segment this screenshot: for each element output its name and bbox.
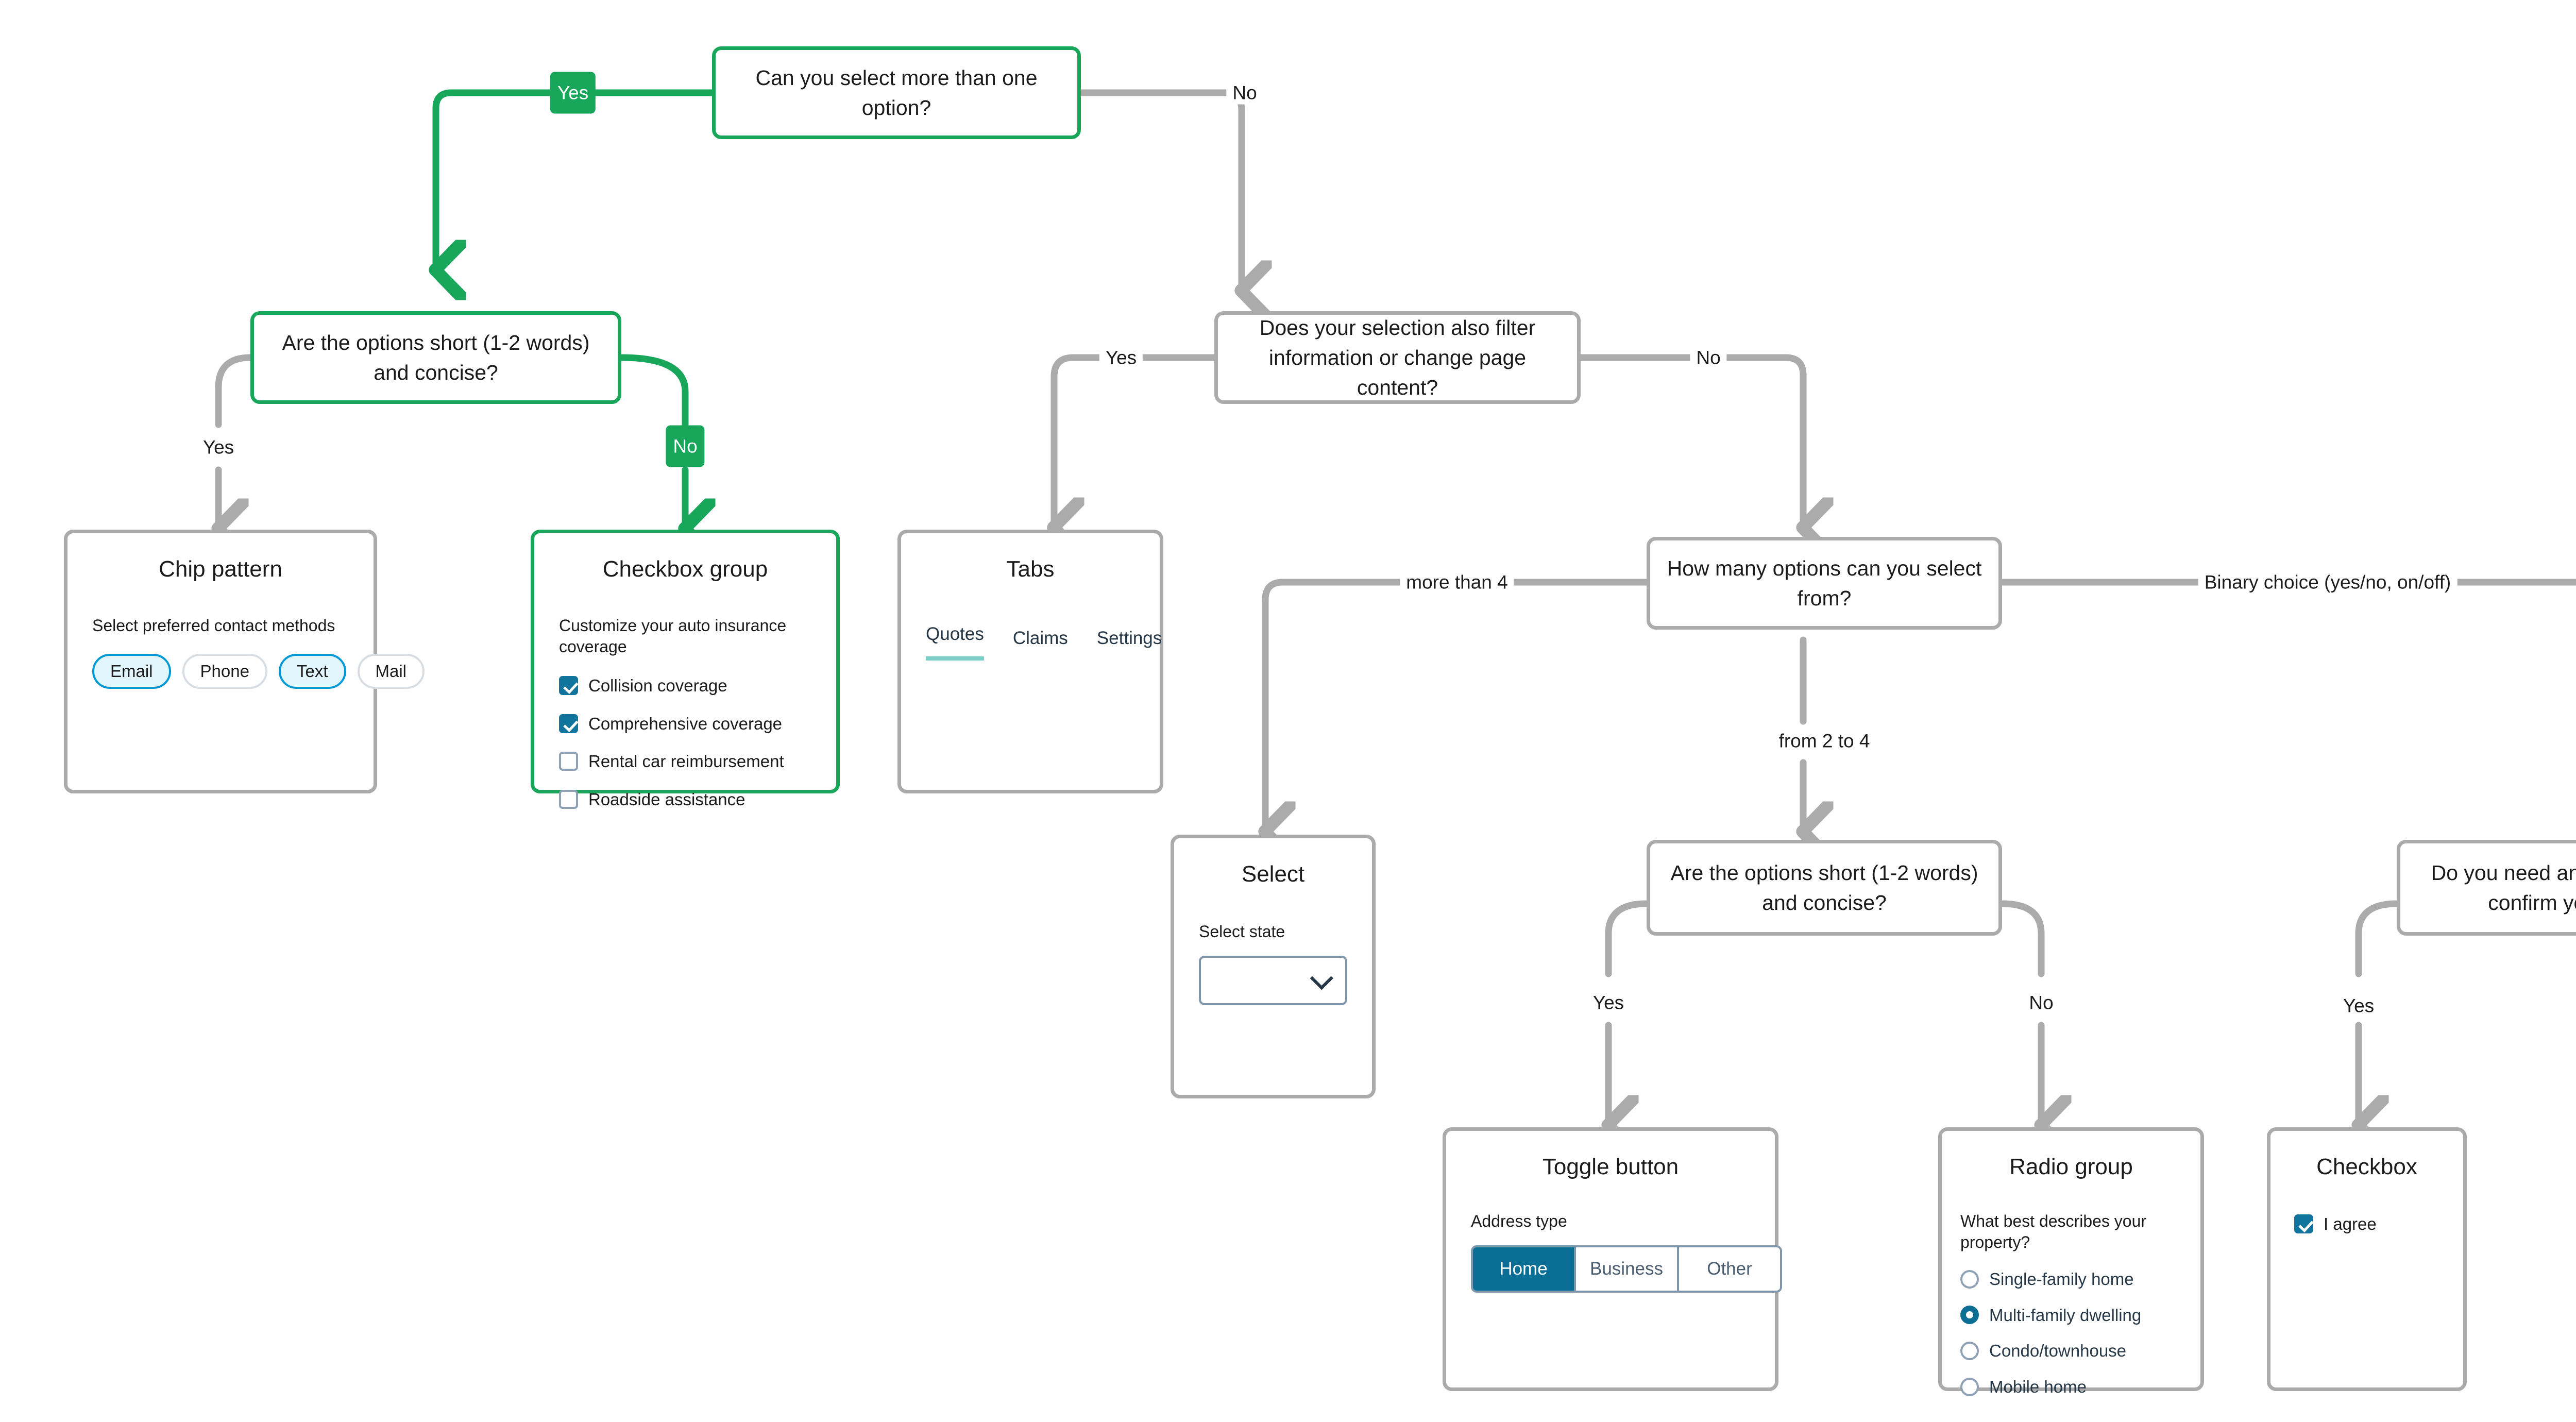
card-tabs: Tabs Quotes Claims Settings (897, 530, 1163, 793)
radio-row-condo[interactable]: Condo/townhouse (1960, 1341, 2182, 1361)
chip-text[interactable]: Text (278, 654, 346, 689)
checkbox-row-i-agree[interactable]: I agree (2294, 1214, 2439, 1234)
edge-label-yes-top: Yes (550, 72, 596, 114)
radio-unchecked-icon[interactable] (1960, 1269, 1979, 1289)
card-toggle-button: Toggle button Address type Home Business… (1443, 1127, 1782, 1391)
edge-label-yes-confirm: Yes (2336, 994, 2381, 1018)
decision-need-confirm-action[interactable]: Do you need an additional action to conf… (2397, 840, 2576, 936)
toggle-option-business[interactable]: Business (1576, 1247, 1679, 1291)
edge-label-yes-left: Yes (196, 435, 241, 459)
card-title-checkbox: Checkbox (2316, 1154, 2417, 1179)
radio-group-question: What best describes your property? (1960, 1211, 2147, 1252)
checkbox-row-roadside[interactable]: Roadside assistance (559, 789, 811, 810)
chip-email[interactable]: Email (92, 654, 171, 689)
checkbox-checked-icon[interactable] (2294, 1214, 2313, 1234)
radio-unchecked-icon[interactable] (1960, 1341, 1979, 1360)
decision-can-select-more-than-one[interactable]: Can you select more than one option? (712, 46, 1081, 139)
card-title-select: Select (1241, 861, 1305, 887)
checkbox-unchecked-icon[interactable] (559, 752, 578, 771)
checkbox-row-collision[interactable]: Collision coverage (559, 675, 811, 696)
checkbox-checked-icon[interactable] (559, 714, 578, 733)
checkbox-row-rental[interactable]: Rental car reimbursement (559, 751, 811, 772)
radio-row-multi-family[interactable]: Multi-family dwelling (1960, 1305, 2182, 1326)
card-title-tabs: Tabs (1006, 556, 1055, 582)
toggle-button-label: Address type (1471, 1211, 1567, 1230)
toggle-option-other[interactable]: Other (1679, 1247, 1780, 1291)
tab-quotes[interactable]: Quotes (926, 623, 984, 661)
chip-mail[interactable]: Mail (357, 654, 425, 689)
select-input[interactable] (1199, 956, 1347, 1006)
chevron-down-icon (1310, 967, 1333, 990)
edge-label-no-left: No (666, 425, 705, 467)
tab-settings[interactable]: Settings (1096, 628, 1162, 648)
chip-list: Email Phone Text Mail (92, 654, 425, 689)
edge-label-no-short-right: No (2023, 991, 2060, 1014)
radio-label-multi-family: Multi-family dwelling (1989, 1305, 2142, 1325)
decision-options-short-right[interactable]: Are the options short (1-2 words) and co… (1647, 840, 2002, 936)
radio-row-single-family[interactable]: Single-family home (1960, 1269, 2182, 1290)
edge-label-binary-choice: Binary choice (yes/no, on/off) (2198, 570, 2458, 594)
radio-label-mobile-home: Mobile home (1989, 1377, 2087, 1396)
checkbox-label-rental: Rental car reimbursement (588, 752, 784, 771)
checkbox-label-comprehensive: Comprehensive coverage (588, 714, 783, 733)
card-checkbox-group: Checkbox group Customize your auto insur… (531, 530, 840, 809)
edge-label-from-2-to-4: from 2 to 4 (1772, 729, 1876, 753)
toggle-option-home[interactable]: Home (1473, 1247, 1576, 1291)
radio-row-mobile-home[interactable]: Mobile home (1960, 1377, 2182, 1397)
card-radio-group: Radio group What best describes your pro… (1938, 1127, 2204, 1396)
tab-claims[interactable]: Claims (1012, 628, 1068, 648)
select-label: Select state (1199, 922, 1285, 941)
card-title-toggle-button: Toggle button (1542, 1154, 1679, 1179)
card-title-checkbox-group: Checkbox group (602, 556, 768, 582)
radio-label-condo: Condo/townhouse (1989, 1341, 2127, 1361)
card-chip-pattern: Chip pattern Select preferred contact me… (64, 530, 425, 793)
edge-label-yes-filter: Yes (1099, 346, 1143, 369)
edge-label-more-than-4: more than 4 (1400, 570, 1514, 594)
checkbox-group-subtitle: Customize your auto insurance coverage (559, 616, 787, 656)
card-checkbox: Checkbox I agree (2267, 1127, 2467, 1391)
radio-label-single-family: Single-family home (1989, 1269, 2134, 1289)
edge-label-no-filter: No (1690, 346, 1727, 369)
checkbox-unchecked-icon[interactable] (559, 790, 578, 809)
checkbox-label-i-agree: I agree (2324, 1214, 2377, 1233)
tab-list: Quotes Claims Settings (926, 623, 1162, 661)
checkbox-label-roadside: Roadside assistance (588, 789, 745, 809)
radio-checked-icon[interactable] (1960, 1306, 1979, 1325)
decision-options-short-left[interactable]: Are the options short (1-2 words) and co… (250, 311, 621, 404)
checkbox-label-collision: Collision coverage (588, 675, 727, 695)
chip-phone[interactable]: Phone (182, 654, 267, 689)
checkbox-checked-icon[interactable] (559, 676, 578, 696)
decision-selection-filters-content[interactable]: Does your selection also filter informat… (1214, 311, 1581, 404)
decision-how-many-options[interactable]: How many options can you select from? (1647, 537, 2002, 630)
edge-label-yes-short-right: Yes (1586, 991, 1631, 1014)
card-title-radio-group: Radio group (2009, 1154, 2133, 1179)
chip-pattern-subtitle: Select preferred contact methods (92, 616, 335, 635)
card-select: Select Select state (1171, 835, 1376, 1098)
toggle-button-group: Home Business Other (1471, 1245, 1782, 1293)
edge-label-no-top: No (1226, 81, 1263, 105)
card-title-chip-pattern: Chip pattern (159, 556, 282, 582)
radio-unchecked-icon[interactable] (1960, 1377, 1979, 1396)
checkbox-row-comprehensive[interactable]: Comprehensive coverage (559, 714, 811, 734)
